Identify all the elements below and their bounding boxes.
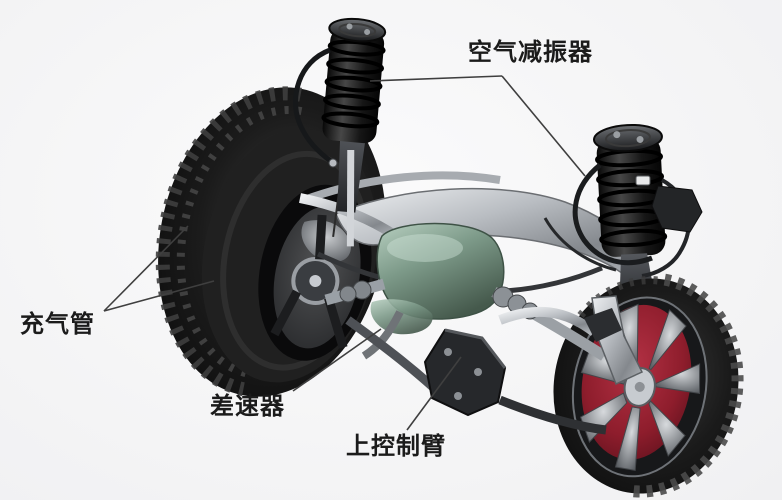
left-cv-boot — [339, 285, 357, 303]
right-air-line — [572, 163, 653, 266]
right-valve-fitting — [635, 175, 651, 186]
leader-lines — [103, 75, 586, 431]
rim-spoke — [648, 309, 687, 371]
left-rim-spoke — [270, 289, 301, 337]
differential — [324, 222, 505, 360]
bracket-bolt — [474, 368, 482, 376]
left-bellows-rib — [326, 57, 384, 75]
left-brake-caliper — [301, 220, 351, 262]
left-air-line — [293, 47, 334, 165]
diff-lower-tube — [361, 310, 404, 360]
rim-spoke — [655, 363, 701, 394]
trailing-bracket-highlight — [444, 328, 507, 369]
trailing-bracket — [423, 328, 507, 417]
left-rim-spoke — [315, 214, 327, 260]
left-rim-spoke — [324, 296, 348, 349]
cross-link — [543, 217, 617, 272]
leader-air-tube-lower — [103, 280, 215, 312]
differential-highlight — [387, 234, 463, 262]
left-air-line-fitting — [328, 158, 338, 168]
right-lower-arm — [498, 395, 607, 435]
right-bellows-rib — [596, 168, 665, 188]
bracket-bolt — [454, 392, 462, 400]
right-bellows — [596, 137, 666, 257]
right-wheel — [553, 273, 744, 498]
label-air-tube: 充气管 — [20, 311, 95, 338]
left-tire-tread — [155, 86, 302, 397]
left-bellows-rib — [324, 75, 383, 93]
right-upper-control-arm — [498, 306, 598, 336]
right-caliper — [584, 308, 622, 342]
left-strut-rod — [346, 150, 355, 247]
right-cap-fitting — [613, 131, 621, 139]
left-hub-center — [309, 274, 322, 287]
differential-housing — [376, 222, 505, 320]
right-shock-bracket — [651, 185, 703, 233]
rim-spoke — [614, 406, 641, 471]
leader-upper-control-arm — [406, 356, 462, 431]
leader-air-damper-right — [501, 75, 586, 177]
label-air-shock-absorber: 空气减振器 — [468, 39, 593, 66]
leader-differential — [292, 328, 382, 392]
label-differential: 差速器 — [210, 393, 285, 420]
right-cap-ring — [604, 129, 651, 148]
right-tire-tread — [626, 273, 744, 498]
left-air-spring — [321, 17, 387, 247]
leader-air-tube-upper — [103, 225, 189, 312]
right-cap-fitting — [636, 135, 644, 143]
left-bellows-rib — [323, 93, 381, 111]
left-bellows-rib — [321, 111, 380, 129]
left-cap-fitting — [364, 29, 371, 36]
rim-spoke — [648, 400, 686, 457]
label-upper-control-arm: 上控制臂 — [346, 433, 446, 460]
left-cap-fitting — [346, 23, 353, 30]
subframe-upper-tube — [302, 171, 501, 204]
right-hub-center — [634, 381, 645, 392]
right-knuckle-and-arms — [491, 286, 644, 435]
left-tire-tread-inner — [176, 106, 303, 379]
right-bellows-rib — [599, 228, 668, 248]
left-bellows-rib — [327, 39, 386, 57]
left-cap-ring — [338, 22, 377, 38]
lower-arm-left — [345, 316, 438, 392]
leader-air-damper-left — [369, 75, 503, 82]
lower-bracket-assembly — [345, 316, 507, 417]
bracket-bolt — [444, 348, 452, 356]
